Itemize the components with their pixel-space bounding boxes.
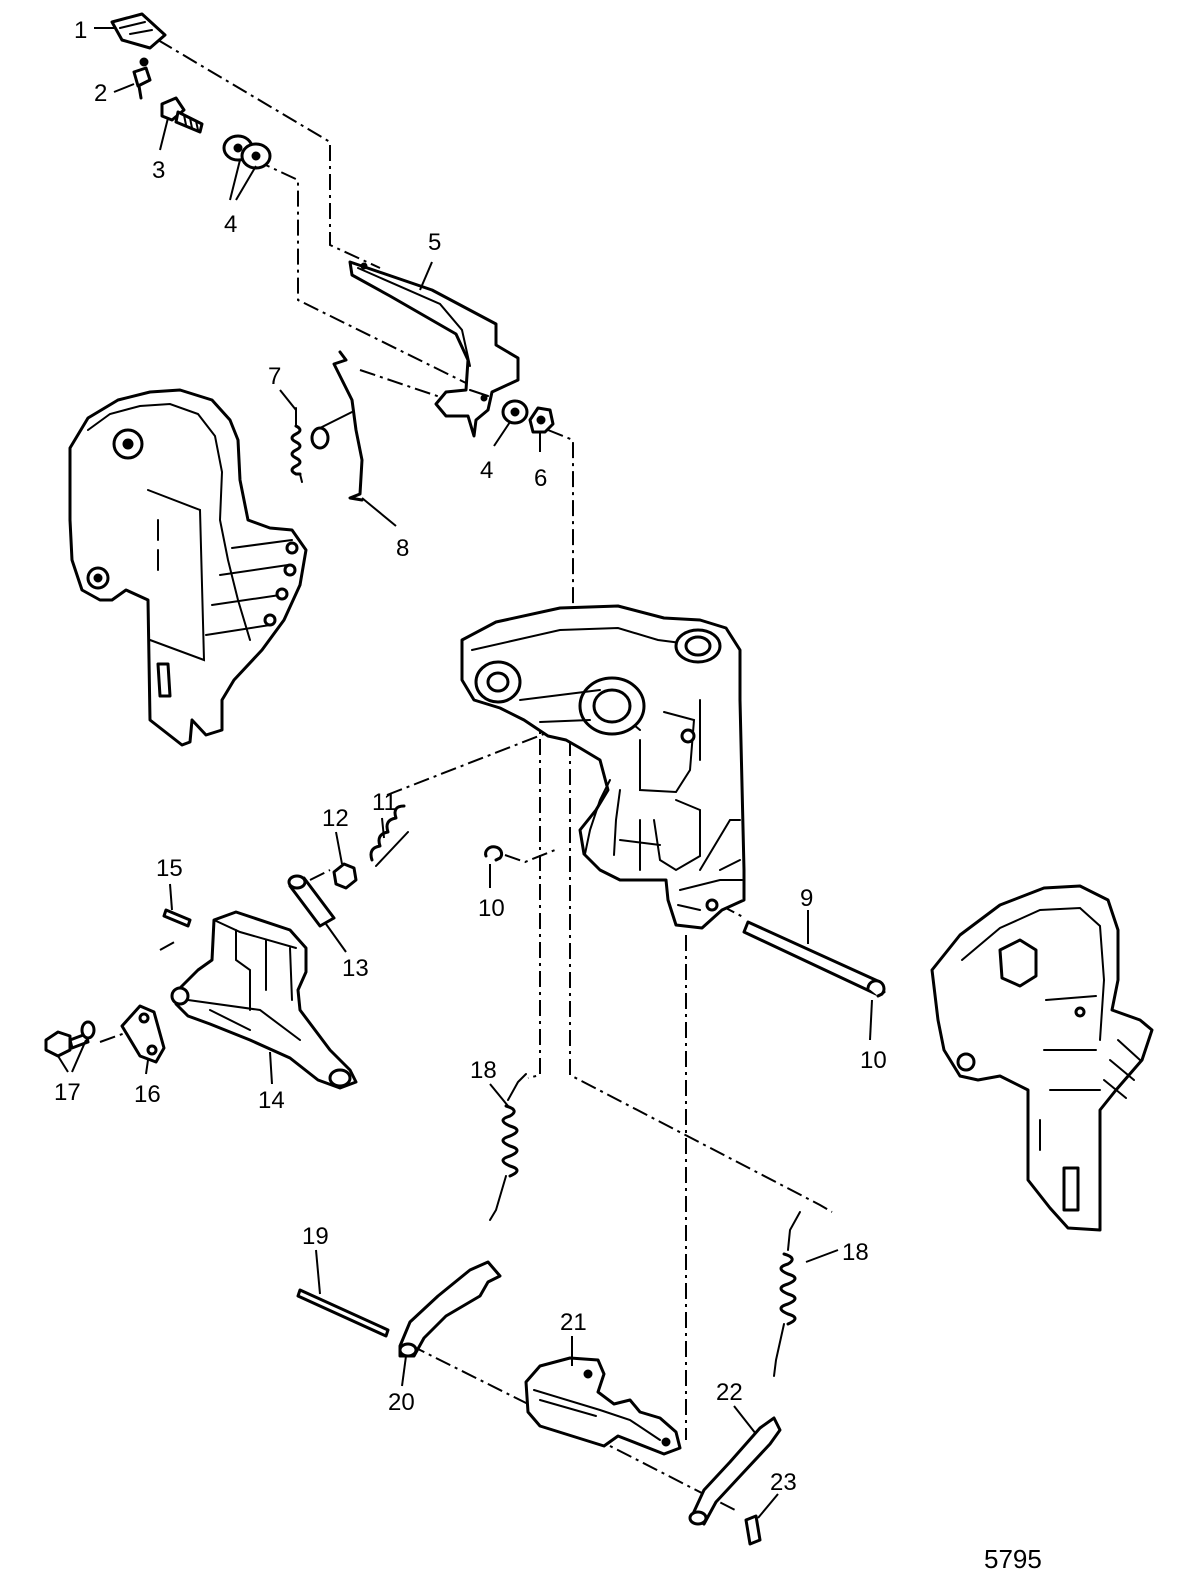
part-4-washer-right (501, 399, 529, 425)
part-18-spring-left (489, 1073, 527, 1221)
callout-5: 5 (428, 229, 441, 256)
callout-4-right: 4 (480, 457, 493, 484)
callout-7: 7 (268, 363, 281, 390)
part-14-tilt-lock (170, 910, 358, 1090)
part-13-sleeve (287, 874, 336, 928)
part-3-bolt (160, 96, 204, 134)
part-1-clip (110, 12, 167, 50)
part-15-pin (162, 908, 192, 928)
callout-1: 1 (74, 17, 87, 44)
callout-18-left: 18 (470, 1057, 497, 1084)
callout-17: 17 (54, 1079, 81, 1106)
part-21-bracket (524, 1356, 682, 1456)
callout-10-left: 10 (478, 895, 505, 922)
callout-23: 23 (770, 1469, 797, 1496)
right-clamp-bracket (930, 884, 1154, 1232)
part-7-spring (290, 407, 303, 483)
callout-21: 21 (560, 1309, 587, 1336)
part-16-plate (120, 1004, 166, 1064)
callout-13: 13 (342, 955, 369, 982)
callout-16: 16 (134, 1081, 161, 1108)
callout-leaders (57, 27, 873, 1519)
part-8-lever-rod (310, 350, 364, 502)
part-10-clip-right (866, 979, 886, 998)
callout-22: 22 (716, 1379, 743, 1406)
callout-8: 8 (396, 535, 409, 562)
callout-12: 12 (322, 805, 349, 832)
part-22-lever (688, 1416, 782, 1526)
callout-18-right: 18 (842, 1239, 869, 1266)
callout-14: 14 (258, 1087, 285, 1114)
callout-11: 11 (372, 789, 397, 816)
callout-19: 19 (302, 1223, 329, 1250)
callout-9: 9 (800, 885, 813, 912)
part-23-pin (744, 1514, 762, 1546)
part-17-bolt (44, 1020, 96, 1058)
part-9-pin (742, 920, 886, 996)
callout-labels: 1 2 3 4 5 7 8 4 6 11 12 15 13 10 9 10 17… (54, 17, 887, 1496)
part-12-nut (332, 862, 358, 890)
part-10-clip-left (484, 845, 504, 862)
callout-3: 3 (152, 157, 165, 184)
callout-15: 15 (156, 855, 183, 882)
callout-20: 20 (388, 1389, 415, 1416)
assembly-centerlines (99, 39, 833, 1511)
part-4-washers (222, 134, 272, 170)
callout-2: 2 (94, 80, 107, 107)
part-11-spring (369, 804, 409, 867)
part-18-spring-right (773, 1211, 801, 1377)
part-2-screw (132, 57, 152, 100)
callout-6: 6 (534, 465, 547, 492)
figure-number: 5795 (984, 1544, 1042, 1574)
part-19-rod (296, 1288, 390, 1338)
callout-10-right: 10 (860, 1047, 887, 1074)
part-20-lever (398, 1260, 502, 1358)
part-6-nut (528, 406, 555, 434)
left-clamp-bracket (68, 388, 308, 747)
swivel-bracket (460, 604, 746, 930)
callout-4-top: 4 (224, 211, 237, 238)
part-5-bracket (348, 260, 520, 438)
